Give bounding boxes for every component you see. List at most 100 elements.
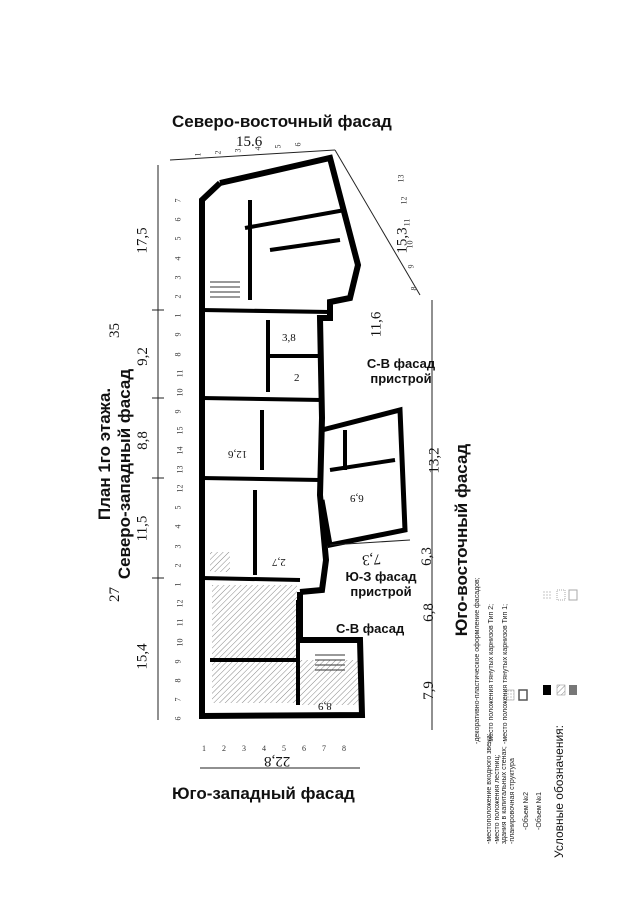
- axis-bottom-number-2: 3: [242, 744, 246, 753]
- dim-annex-diag: 7,3: [361, 550, 382, 568]
- hatched-volume-1: [212, 585, 297, 703]
- axis-diag-number-5: 13: [396, 174, 406, 183]
- axis-left-number-24: 9: [173, 659, 183, 664]
- axis-left-number-7: 9: [173, 332, 183, 337]
- legend-title: Условные обозначения:: [552, 725, 566, 858]
- axis-top-number-1: 2: [213, 150, 223, 155]
- legend-item: -местоположение входного звена;: [486, 733, 493, 844]
- axis-left-number-18: 3: [173, 544, 183, 549]
- axis-diag-number-3: 11: [402, 218, 412, 227]
- legend-item: -декоративно-пластическое оформление фас…: [474, 577, 481, 744]
- yz-annex-label: Ю-З фасад пристрой: [336, 569, 426, 599]
- legend-item: -Объем №2: [523, 792, 530, 830]
- legend: Условные обозначения: -Объем №1 -Объем №2…: [466, 577, 566, 858]
- axis-left-number-9: 11: [175, 369, 185, 378]
- dim-left-seg-2: 9,2: [134, 347, 151, 366]
- yz-annex-line1: Ю-З фасад: [345, 569, 417, 584]
- dim-left-seg-1: 17,5: [134, 227, 151, 254]
- axis-left-number-22: 11: [175, 619, 185, 627]
- dim-left-total-1: 35: [107, 323, 123, 338]
- dim-bottom-width: 22,8: [264, 753, 291, 769]
- legend-item: -Объем №1: [536, 792, 543, 830]
- dim-top-width: 15.6: [236, 134, 263, 150]
- dim-left-total-2: 27: [107, 587, 123, 602]
- axis-left-number-12: 15: [175, 426, 185, 435]
- axis-left-number-17: 4: [173, 524, 183, 529]
- axis-diag-number-2: 10: [405, 240, 415, 249]
- axis-left-number-15: 12: [175, 484, 185, 493]
- axis-left-number-20: 1: [173, 582, 183, 587]
- interior-walls: [201, 200, 396, 705]
- axis-left-number-27: 6: [173, 716, 183, 721]
- hatched-entrance: [210, 552, 230, 572]
- axis-bottom-number-1: 2: [222, 744, 226, 753]
- axis-left-number-11: 9: [173, 409, 183, 414]
- south-east-facade-heading: Юго-восточный фасад: [452, 443, 471, 637]
- dim-left-seg-4: 11,5: [134, 515, 151, 542]
- room-area-6-9: 6,9: [350, 492, 364, 504]
- axis-left-number-6: 1: [173, 313, 183, 318]
- axis-top-number-3: 4: [253, 146, 263, 151]
- dim-left-seg-3: 8,8: [134, 431, 151, 450]
- axis-left-number-16: 5: [173, 505, 183, 510]
- axis-bottom-number-7: 8: [342, 744, 346, 753]
- axis-top-number-0: 1: [193, 152, 203, 157]
- axis-bottom-number-5: 6: [302, 744, 306, 753]
- axis-left-number-1: 6: [173, 217, 183, 222]
- axis-left-number-25: 8: [173, 678, 183, 683]
- south-west-facade-heading: Юго-западный фасад: [172, 784, 355, 803]
- axis-left-number-14: 13: [175, 465, 185, 474]
- axis-top-number-5: 6: [293, 142, 303, 147]
- legend-item: -место положения тянутых карнизов Тип 1;: [502, 603, 509, 744]
- axis-left-number-13: 14: [175, 446, 185, 455]
- dim-right-seg-5: 7,9: [420, 681, 437, 700]
- axis-left-number-21: 12: [175, 599, 185, 608]
- north-east-facade-heading: Северо-восточный фасад: [172, 112, 392, 131]
- room-area-3-8: 3,8: [282, 332, 296, 344]
- axis-left-number-23: 10: [175, 638, 185, 647]
- north-west-facade-heading: Северо-западный фасад: [115, 368, 134, 580]
- axis-top-number-4: 5: [273, 144, 283, 149]
- axis-top-number-2: 3: [233, 148, 243, 153]
- axis-left-number-4: 3: [173, 275, 183, 280]
- hatched-volume-2: [300, 660, 360, 705]
- axis-bottom-number-3: 4: [262, 744, 266, 753]
- plan-title-line1: План 1го этажа.: [95, 387, 114, 521]
- yz-annex-line2: пристрой: [350, 584, 412, 599]
- axis-left-number-3: 4: [173, 256, 183, 261]
- axis-left-number-26: 7: [173, 697, 183, 702]
- legend-item: здания в капитальных стенах;: [501, 746, 508, 844]
- dim-right-seg-3: 6,3: [418, 547, 435, 566]
- axis-left-number-10: 10: [175, 388, 185, 397]
- room-area-2: 2: [294, 372, 300, 384]
- stairs: [210, 281, 345, 671]
- axis-diag-number-1: 9: [406, 264, 416, 269]
- legend-item: -место положения лестниц;: [494, 754, 501, 844]
- sv-annex-label: С-В фасад пристрой: [356, 356, 446, 386]
- dim-right-seg-2: 13,2: [426, 447, 443, 474]
- legend-symbols: [505, 589, 578, 701]
- legend-item: -место положения тянутых карнизов Тип 2;: [488, 603, 495, 744]
- legend-item: -планировочная структура: [509, 758, 516, 844]
- dim-right-seg-4: 6,8: [420, 603, 437, 622]
- axis-left-number-5: 2: [173, 294, 183, 299]
- dimension-lines: [152, 149, 433, 769]
- sv-small-label: С-В фасад: [336, 621, 405, 636]
- axis-left-number-8: 8: [173, 352, 183, 357]
- room-area-12-6: 12,6: [228, 448, 248, 460]
- axis-bottom-number-6: 7: [322, 744, 326, 753]
- axis-left-number-2: 5: [173, 236, 183, 241]
- dim-left-seg-5: 15,4: [134, 643, 151, 670]
- axis-left-number-19: 2: [173, 563, 183, 568]
- axis-left-number-0: 7: [173, 198, 183, 203]
- axis-diag-number-4: 12: [399, 196, 409, 205]
- dim-right-seg-1: 11,6: [368, 311, 385, 338]
- room-area-2-7: 2,7: [272, 556, 286, 568]
- room-area-8-9: 8,9: [318, 700, 332, 712]
- axis-diag-number-0: 8: [409, 286, 419, 291]
- annex-walls: [319, 406, 408, 548]
- axis-bottom-number-0: 1: [202, 744, 206, 753]
- axis-bottom-number-4: 5: [282, 744, 286, 753]
- sv-annex-line2: пристрой: [370, 371, 432, 386]
